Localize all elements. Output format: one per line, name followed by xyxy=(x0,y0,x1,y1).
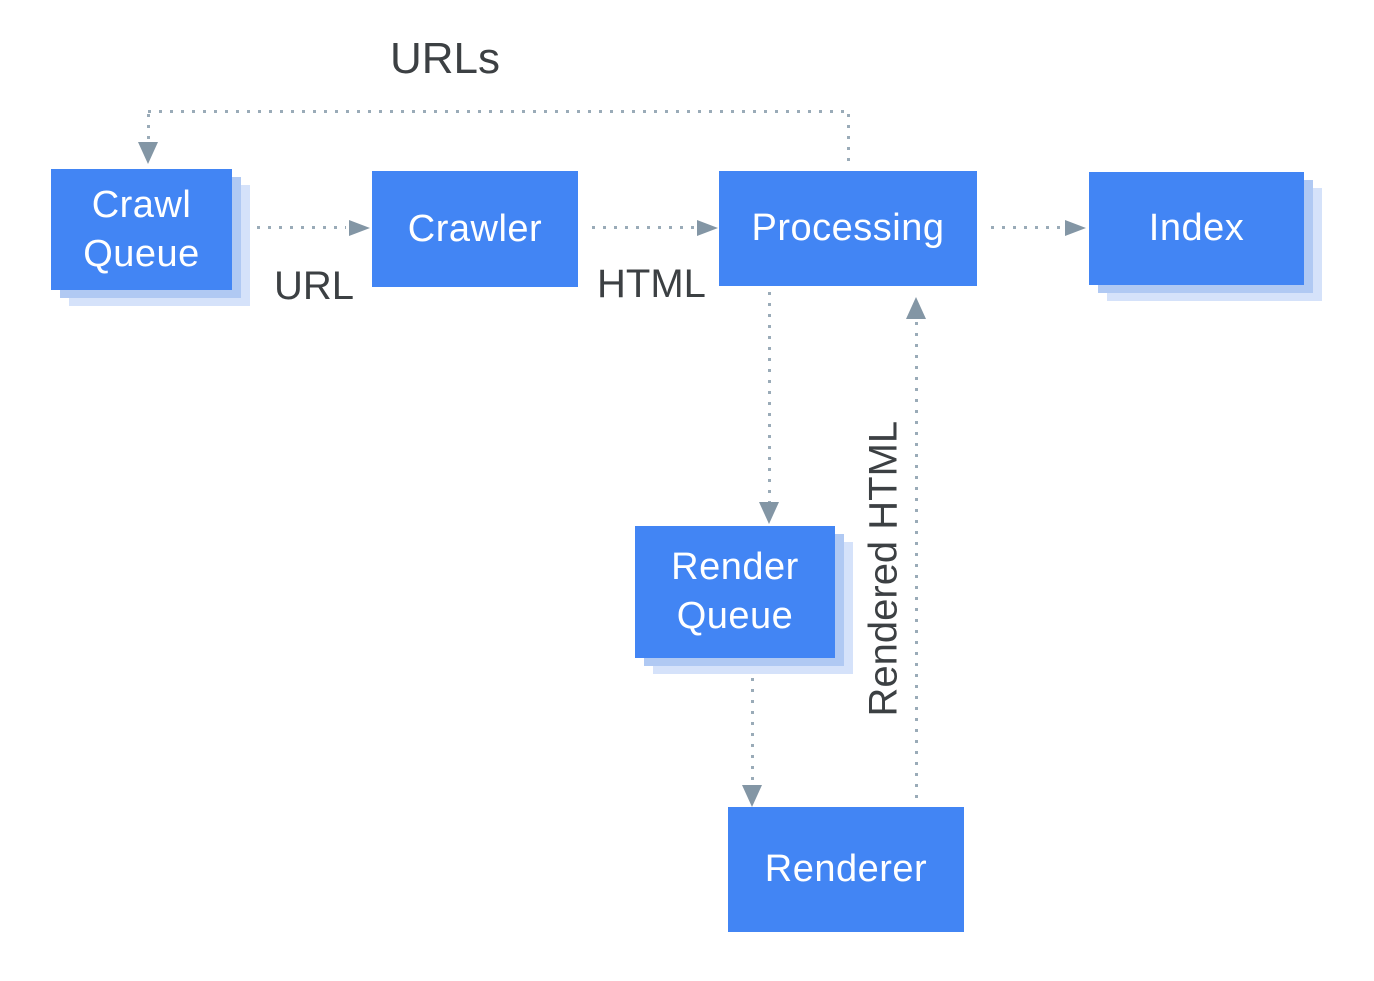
arrowhead-into-crawl-queue xyxy=(138,142,158,164)
node-crawl-queue-label: Crawl Queue xyxy=(83,183,200,275)
edge-processing-to-crawlqueue-left-segment xyxy=(147,114,150,142)
node-index-label: Index xyxy=(1148,207,1245,250)
label-rendered-html: Rendered HTML xyxy=(861,420,906,717)
node-crawler-label: Crawler xyxy=(407,207,543,250)
edge-renderer-to-processing-line xyxy=(915,322,918,806)
arrowhead-into-renderer xyxy=(742,785,762,807)
edge-crawlqueue-to-crawler-line xyxy=(246,226,346,229)
node-render-queue: Render Queue xyxy=(635,526,835,658)
node-renderer: Renderer xyxy=(728,807,964,932)
node-processing: Processing xyxy=(719,171,977,286)
node-processing-label: Processing xyxy=(751,207,945,250)
edge-crawler-to-processing-line xyxy=(592,226,694,229)
edge-processing-to-crawlqueue-top-line xyxy=(148,110,850,113)
edge-renderqueue-to-renderer-line xyxy=(751,678,754,786)
node-crawl-queue: Crawl Queue xyxy=(51,169,232,290)
arrowhead-into-crawler xyxy=(349,220,370,236)
arrowhead-into-render-queue xyxy=(759,502,779,524)
label-url: URL xyxy=(274,264,355,308)
edge-processing-to-crawlqueue-right-segment xyxy=(847,114,850,168)
label-html: HTML xyxy=(597,262,706,306)
node-renderer-label: Renderer xyxy=(764,848,928,891)
edge-processing-to-renderqueue-line xyxy=(768,292,771,502)
arrowhead-into-processing xyxy=(697,220,718,236)
arrowhead-into-index xyxy=(1065,220,1086,236)
node-render-queue-label: Render Queue xyxy=(671,546,799,637)
node-index: Index xyxy=(1089,172,1304,285)
node-crawler: Crawler xyxy=(372,171,578,287)
edge-processing-to-index-line xyxy=(991,226,1061,229)
label-urls: URLs xyxy=(390,34,501,83)
arrowhead-into-processing-from-renderer xyxy=(906,297,926,319)
